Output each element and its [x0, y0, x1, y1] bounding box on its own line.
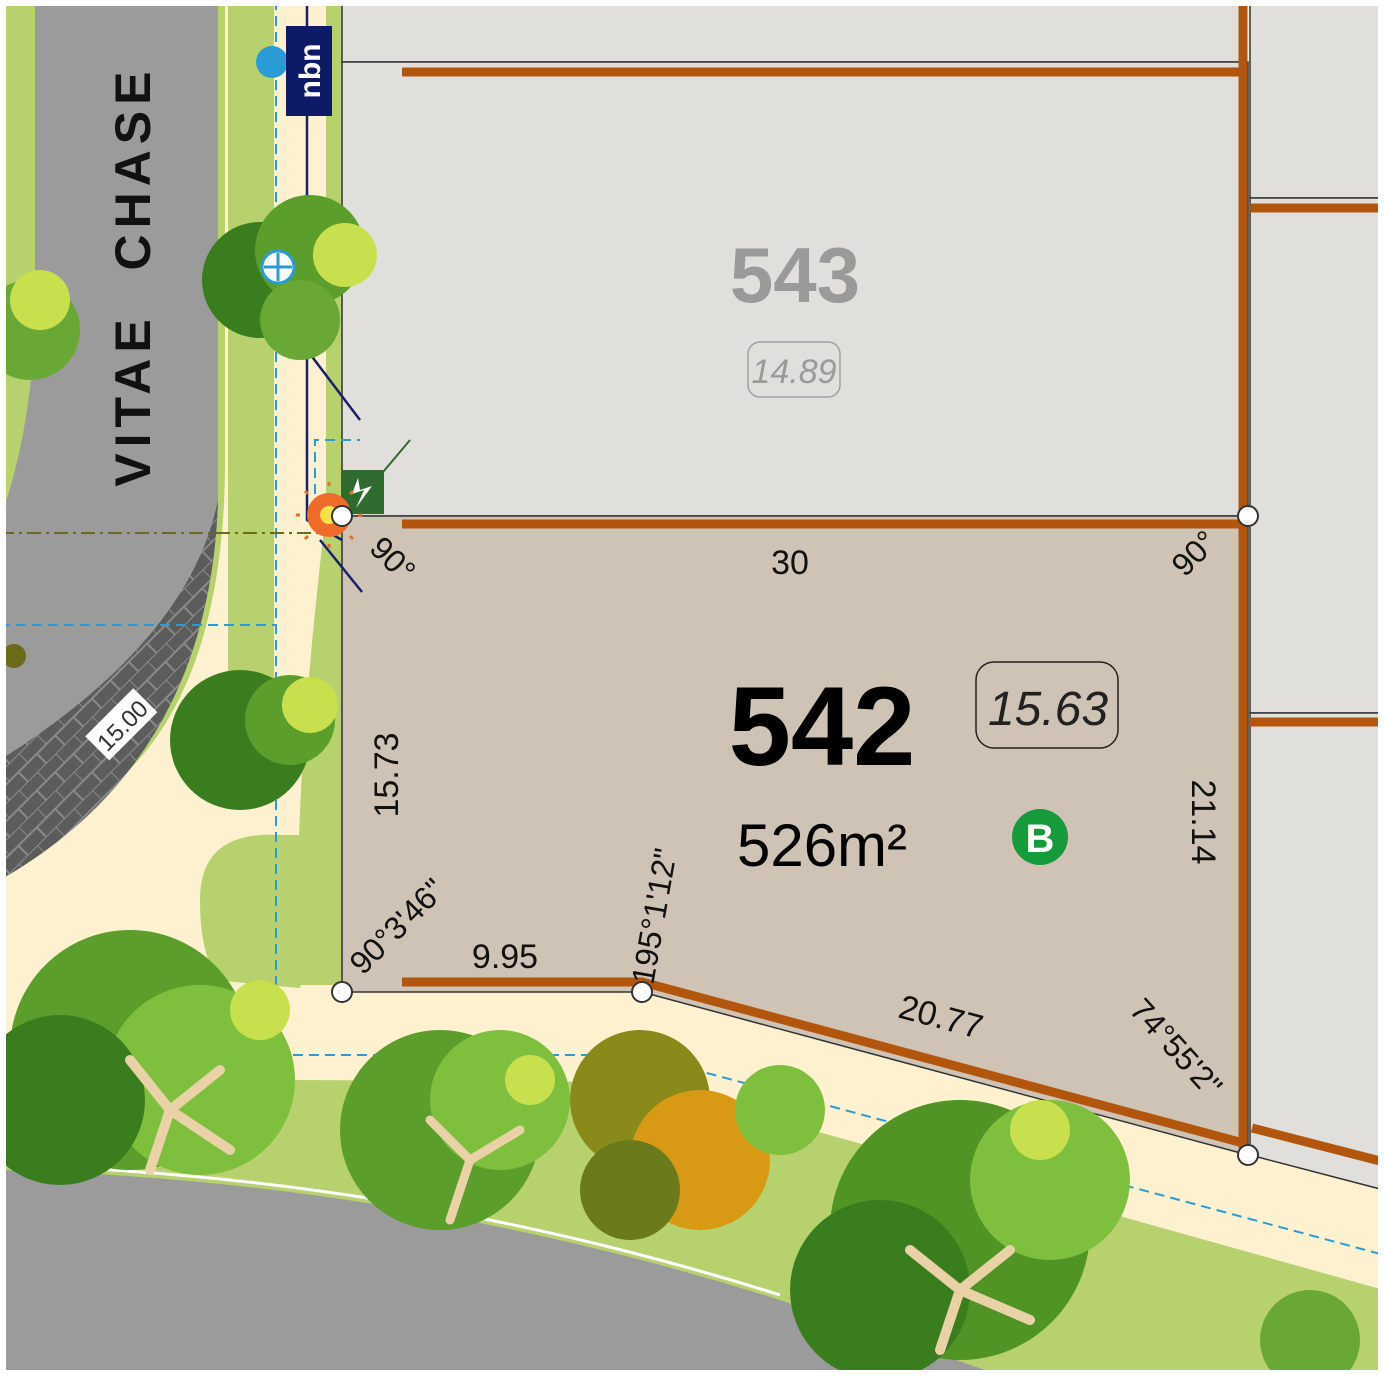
nbn-label: nbn [294, 44, 327, 99]
lot-542-badge-letter: B [1026, 817, 1055, 861]
lot-542-area: 526m² [737, 812, 907, 879]
dim-top: 30 [771, 544, 809, 582]
left-verge [228, 6, 274, 680]
lot-543-number: 543 [730, 231, 860, 319]
hydrant-icon [260, 249, 296, 285]
street-name-chase: CHASE [105, 65, 161, 270]
street-name-vitae: VITAE [105, 313, 161, 487]
dim-right: 21.14 [1184, 779, 1222, 864]
bottom-road [6, 1170, 986, 1370]
trees [6, 195, 1360, 1370]
nbn-badge: nbn [286, 26, 332, 116]
lot-542-number: 542 [729, 664, 916, 789]
lot-543-frontage: 14.89 [751, 353, 836, 391]
road-vitae-chase [6, 6, 225, 877]
lot-542-parcel[interactable] [341, 515, 1249, 1156]
survey-points [331, 505, 1259, 1166]
lot-542-frontage: 15.63 [988, 683, 1108, 736]
dim-bottom-left: 9.95 [472, 938, 538, 976]
water-meter-icon [256, 46, 288, 78]
dim-left: 15.73 [368, 732, 406, 817]
lot-542-badge [1012, 809, 1068, 865]
